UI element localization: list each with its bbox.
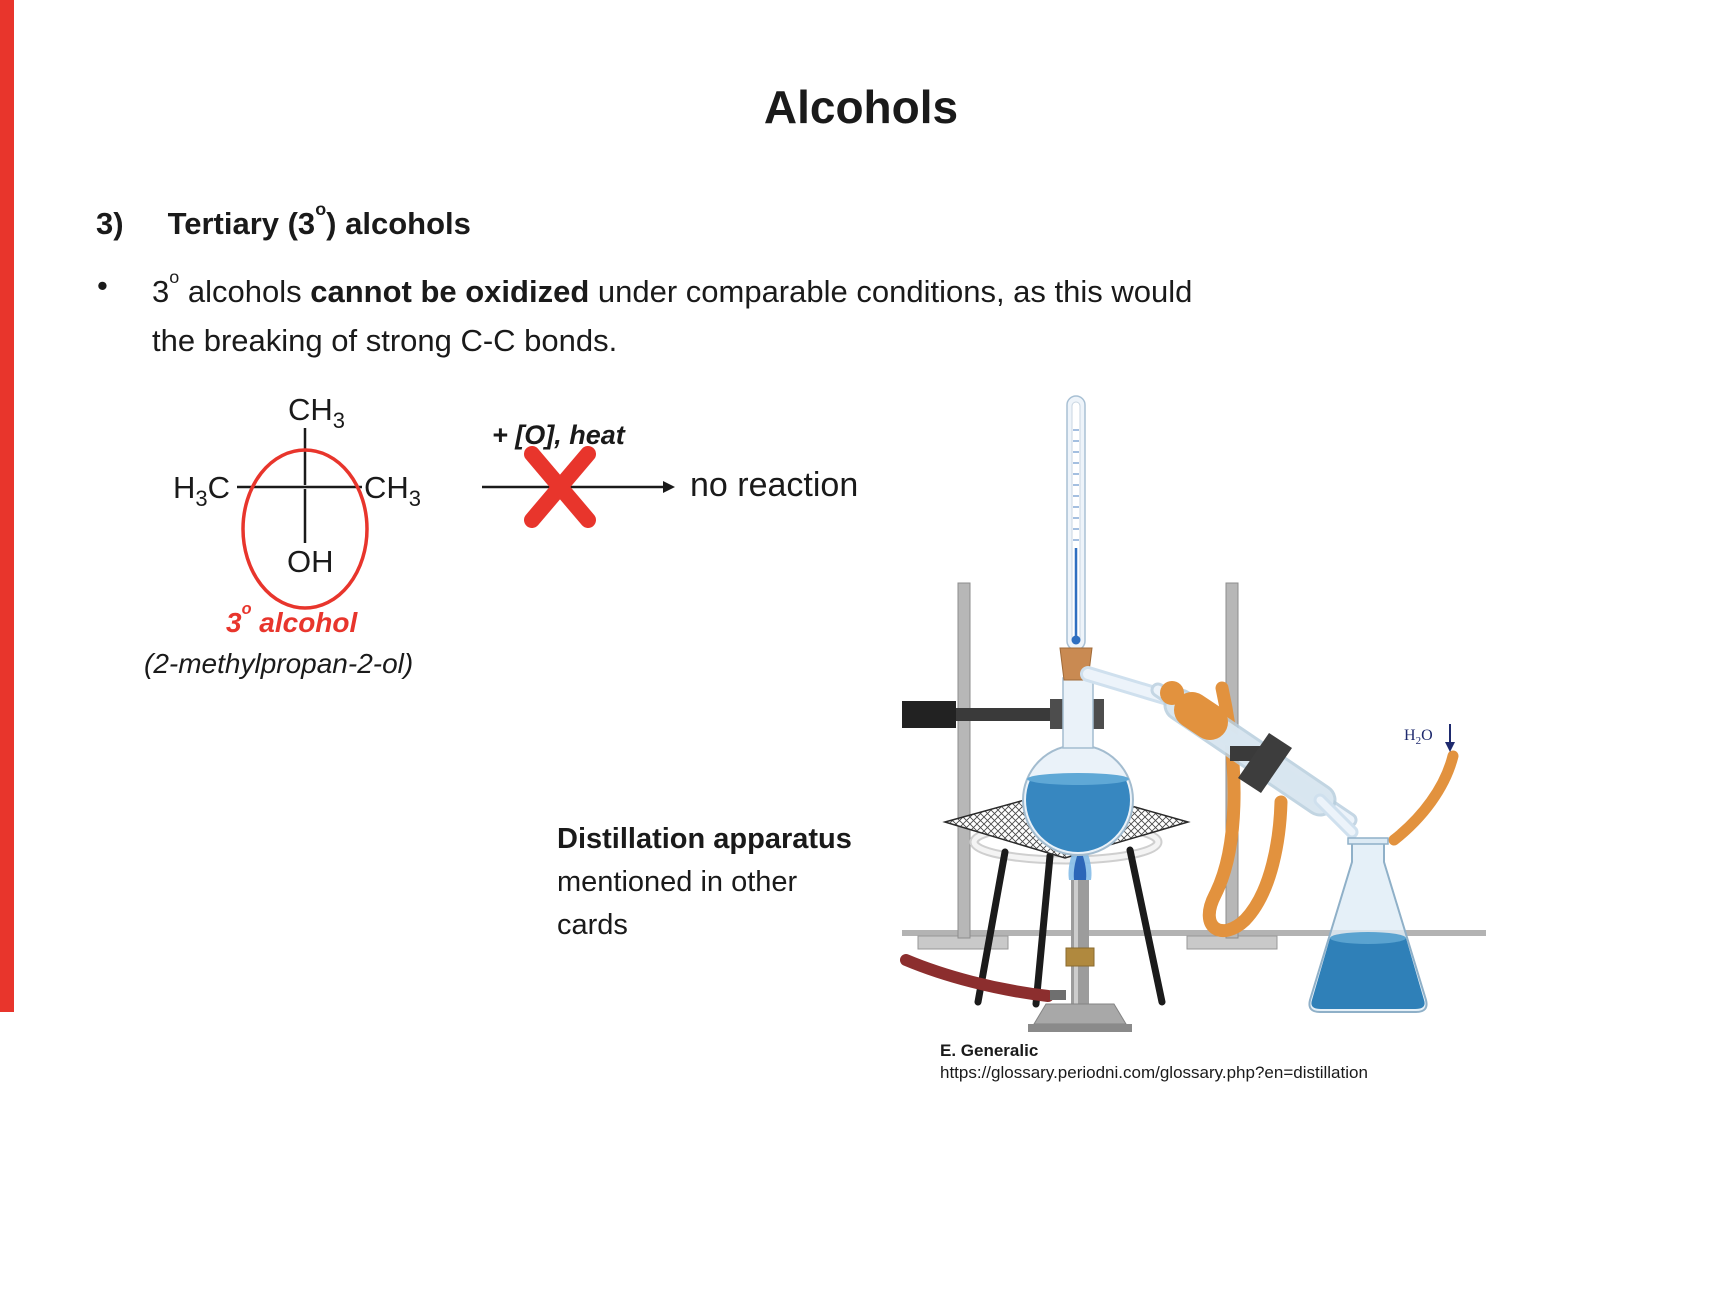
bunsen-burner	[900, 836, 1132, 1032]
methyl-left: H3C	[173, 470, 230, 511]
section-title: Tertiary (3o) alcohols	[167, 198, 471, 241]
reaction-arrow	[482, 446, 675, 528]
svg-text:H2O: H2O	[1404, 727, 1433, 747]
caption-line1: Distillation apparatus	[557, 823, 852, 855]
section-heading: 3) Tertiary (3o) alcohols	[96, 198, 471, 242]
molecule-diagram: CH3 H3C CH3 OH	[173, 392, 421, 610]
bullet-item: • 3o alcohols cannot be oxidized under c…	[97, 266, 1547, 366]
bullet-text: 3o alcohols cannot be oxidized under com…	[152, 266, 1193, 358]
clamp-right	[1230, 733, 1292, 793]
stand-bases	[917, 935, 1278, 950]
section-number: 3)	[96, 206, 124, 241]
condenser-hose-loop	[1202, 681, 1288, 938]
bond-lines	[237, 428, 362, 543]
bullet-marker: •	[97, 268, 108, 303]
arrow-line	[482, 481, 675, 493]
red-circle-highlight	[241, 448, 369, 610]
bench-line	[902, 930, 1486, 936]
h2o-label: H2O	[1404, 724, 1455, 752]
water-inlet-hose	[1388, 750, 1459, 846]
reaction-result: no reaction	[690, 466, 859, 504]
adapter-outlet	[1313, 793, 1359, 839]
x-mark-icon	[524, 446, 596, 528]
red-accent-bar	[0, 0, 14, 1012]
tripod-legs	[974, 846, 1166, 1008]
distillation-flask	[1022, 677, 1134, 856]
gas-hose	[900, 954, 1054, 1002]
flame-inner	[1073, 848, 1087, 880]
methyl-right: CH3	[364, 470, 421, 511]
rubber-connector	[1174, 692, 1228, 740]
credit-author: E. Generalic	[940, 1041, 1039, 1060]
image-credit: E. Generalic https://glossary.periodni.c…	[940, 1040, 1368, 1085]
erlenmeyer-flask	[1308, 837, 1428, 1013]
molecule-label: 3o alcohol	[226, 600, 358, 638]
caption-line2: mentioned in other	[557, 865, 798, 898]
thermometer	[1066, 395, 1086, 651]
hydroxyl-group: OH	[287, 544, 334, 579]
apparatus-caption: Distillation apparatus mentioned in othe…	[557, 818, 852, 947]
caption-line3: cards	[557, 908, 628, 941]
distillation-apparatus-illustration: H2O	[900, 395, 1486, 1032]
methyl-top: CH3	[288, 392, 345, 433]
slide-title: Alcohols	[763, 81, 959, 133]
credit-url: https://glossary.periodni.com/glossary.p…	[940, 1063, 1368, 1083]
reaction-condition: + [O], heat	[492, 420, 625, 450]
molecule-iupac-name: (2-methylpropan-2-ol)	[144, 648, 414, 679]
